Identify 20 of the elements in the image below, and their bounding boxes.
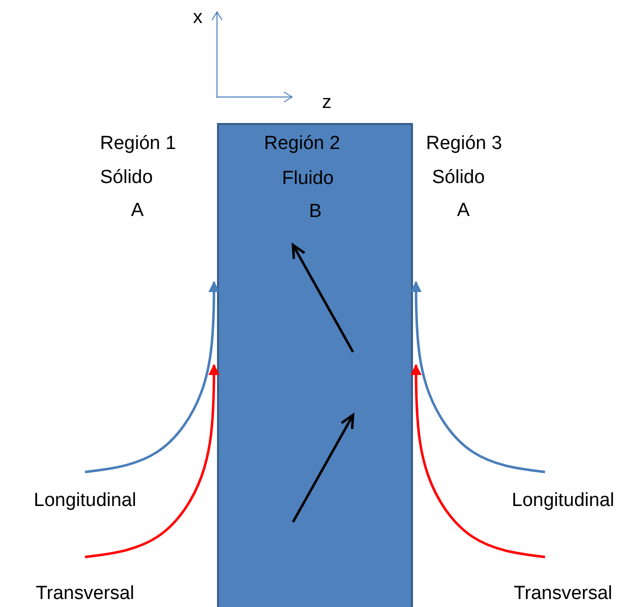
region-label: Fluido (282, 168, 334, 190)
wave-label: Longitudinal (12, 472, 158, 512)
curved-arrow (410, 364, 546, 558)
fluid-region (217, 123, 413, 607)
material-label: Sólido (100, 167, 153, 189)
region-label: Región 1 (100, 133, 176, 155)
wave-label: Transversal (12, 557, 158, 605)
axis-label: x (193, 7, 202, 29)
axis-label: z (322, 92, 332, 114)
wave-label: Longitudinal (492, 472, 634, 512)
region-label: B (309, 201, 322, 223)
curved-arrow (410, 280, 546, 474)
region-label: Región 3 (426, 133, 502, 155)
material-label: Sólido (432, 167, 485, 189)
curved-arrow (84, 280, 220, 474)
medium-label: A (457, 200, 470, 222)
curved-arrow (84, 364, 220, 558)
medium-label: A (131, 200, 144, 222)
wave-label: Transversal (492, 557, 634, 605)
region-label: Región 2 (264, 133, 340, 155)
